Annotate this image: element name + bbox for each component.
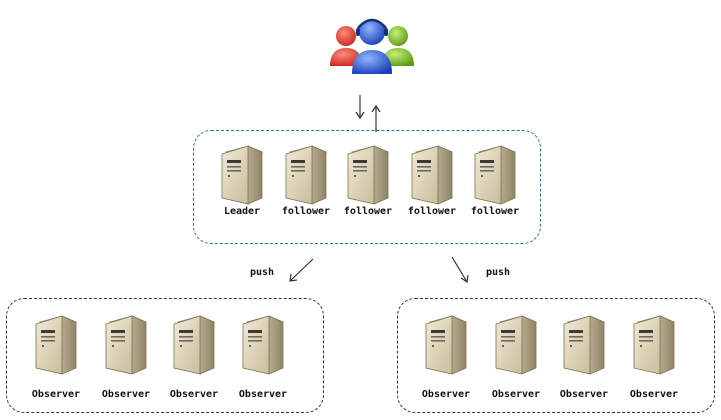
observer-right-server-label: Observer — [629, 389, 679, 400]
server-icon — [239, 314, 287, 376]
observer-right-server-label: Observer — [421, 389, 471, 400]
observer-cluster-right — [397, 298, 715, 413]
observer-left-server-label: Observer — [169, 389, 219, 400]
push-label-left: push — [249, 267, 275, 278]
push-label-right: push — [485, 267, 511, 278]
observer-left-server-label: Observer — [31, 389, 81, 400]
server-icon — [471, 144, 519, 206]
ensemble-cluster — [193, 130, 541, 244]
server-icon — [170, 314, 218, 376]
ensemble-server-label: follower — [281, 206, 331, 217]
observer-right-server-label: Observer — [491, 389, 541, 400]
server-icon — [408, 144, 456, 206]
server-icon — [344, 144, 392, 206]
server-icon — [32, 314, 80, 376]
observer-cluster-left — [6, 298, 324, 413]
server-icon — [560, 314, 608, 376]
server-icon — [422, 314, 470, 376]
observer-left-server-label: Observer — [238, 389, 288, 400]
server-icon — [282, 144, 330, 206]
ensemble-server-label: Leader — [223, 206, 261, 217]
ensemble-server-label: follower — [470, 206, 520, 217]
observer-right-server-label: Observer — [559, 389, 609, 400]
server-icon — [218, 144, 266, 206]
server-icon — [102, 314, 150, 376]
ensemble-server-label: follower — [343, 206, 393, 217]
server-icon — [492, 314, 540, 376]
observer-left-server-label: Observer — [101, 389, 151, 400]
server-icon — [630, 314, 678, 376]
users-group-icon — [330, 18, 414, 74]
ensemble-server-label: follower — [407, 206, 457, 217]
